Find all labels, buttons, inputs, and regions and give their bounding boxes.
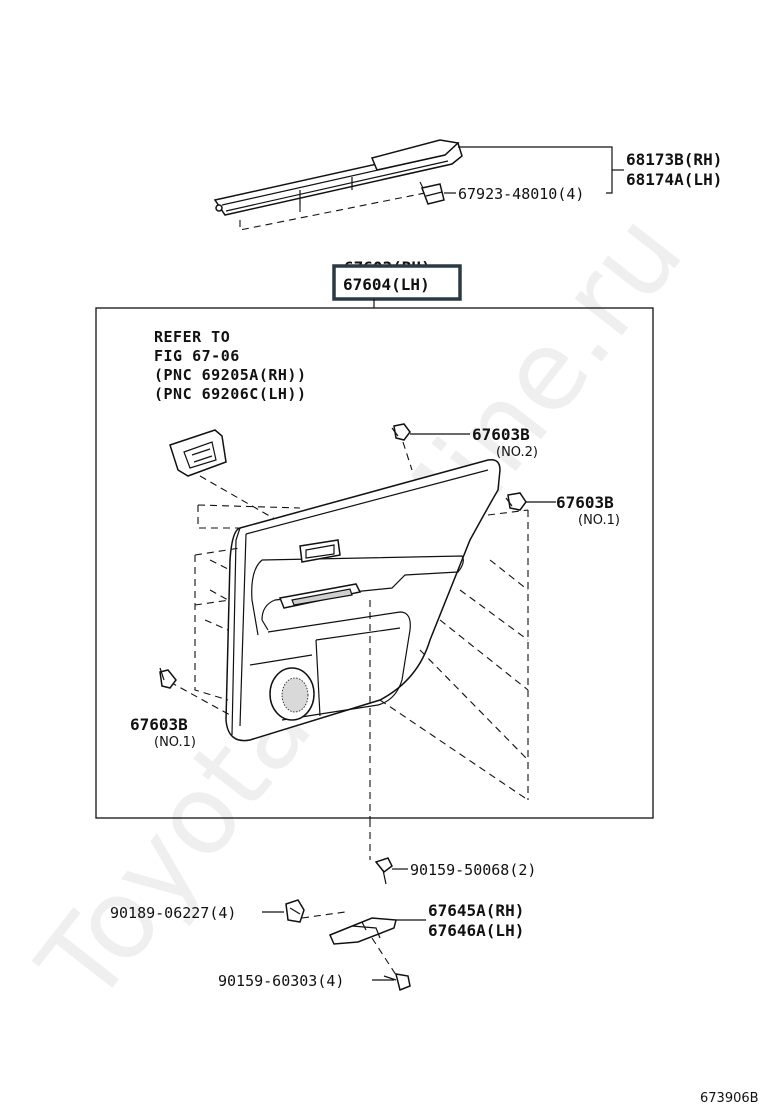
label-67603B-no2: 67603B xyxy=(472,425,530,444)
clip-dash xyxy=(301,911,346,919)
window-switch-part[interactable] xyxy=(169,429,227,477)
clip-no2-icon[interactable] xyxy=(391,423,411,441)
bracket-dash xyxy=(371,937,399,979)
label-90189-06227: 90189-06227(4) xyxy=(110,904,236,922)
diagram-code: 673906B xyxy=(700,1091,759,1106)
label-68173B-rh: 68173B(RH) xyxy=(626,150,722,169)
reference-line-1: REFER TO xyxy=(154,328,230,346)
clip-no1-left-icon[interactable] xyxy=(159,667,177,689)
label-no2-note: (NO.2) xyxy=(496,445,538,460)
door-trim-board-part[interactable] xyxy=(225,458,501,742)
assembly-frame xyxy=(95,307,654,819)
label-68174A-lh: 68174A(LH) xyxy=(626,170,722,189)
moulding-part[interactable] xyxy=(213,139,463,216)
label-no1-right-note: (NO.1) xyxy=(578,513,620,528)
board-projection-dashes xyxy=(169,504,529,820)
highlight-box[interactable] xyxy=(332,264,462,301)
moulding-leader-lines xyxy=(444,146,624,194)
screw-90159-60303-icon[interactable] xyxy=(383,973,411,992)
clip-no2-dash xyxy=(402,441,413,471)
moulding-dashes xyxy=(239,181,441,231)
moulding-clip-part[interactable] xyxy=(420,183,445,205)
reference-line-2: FIG 67-06 xyxy=(154,347,240,365)
label-67646A-lh: 67646A(LH) xyxy=(428,921,524,940)
label-67603B-no1-left: 67603B xyxy=(130,715,188,734)
screw-90159-50068-icon[interactable] xyxy=(374,857,393,885)
label-67603B-no1-right: 67603B xyxy=(556,493,614,512)
bracket-part[interactable] xyxy=(328,917,397,945)
label-67645A-rh: 67645A(RH) xyxy=(428,901,524,920)
label-90159-50068: 90159-50068(2) xyxy=(410,861,536,879)
label-67604-lh[interactable]: 67604(LH) xyxy=(343,275,430,294)
label-67923-clip: 67923-48010(4) xyxy=(458,185,584,203)
label-90159-60303: 90159-60303(4) xyxy=(218,972,344,990)
label-no1-left-note: (NO.1) xyxy=(154,735,196,750)
reference-line-3: (PNC 69205A(RH)) xyxy=(154,366,307,384)
clip-90189-06227-icon[interactable] xyxy=(285,899,305,923)
reference-line-4: (PNC 69206C(LH)) xyxy=(154,385,307,403)
clip-no1-right-icon[interactable] xyxy=(505,492,527,511)
